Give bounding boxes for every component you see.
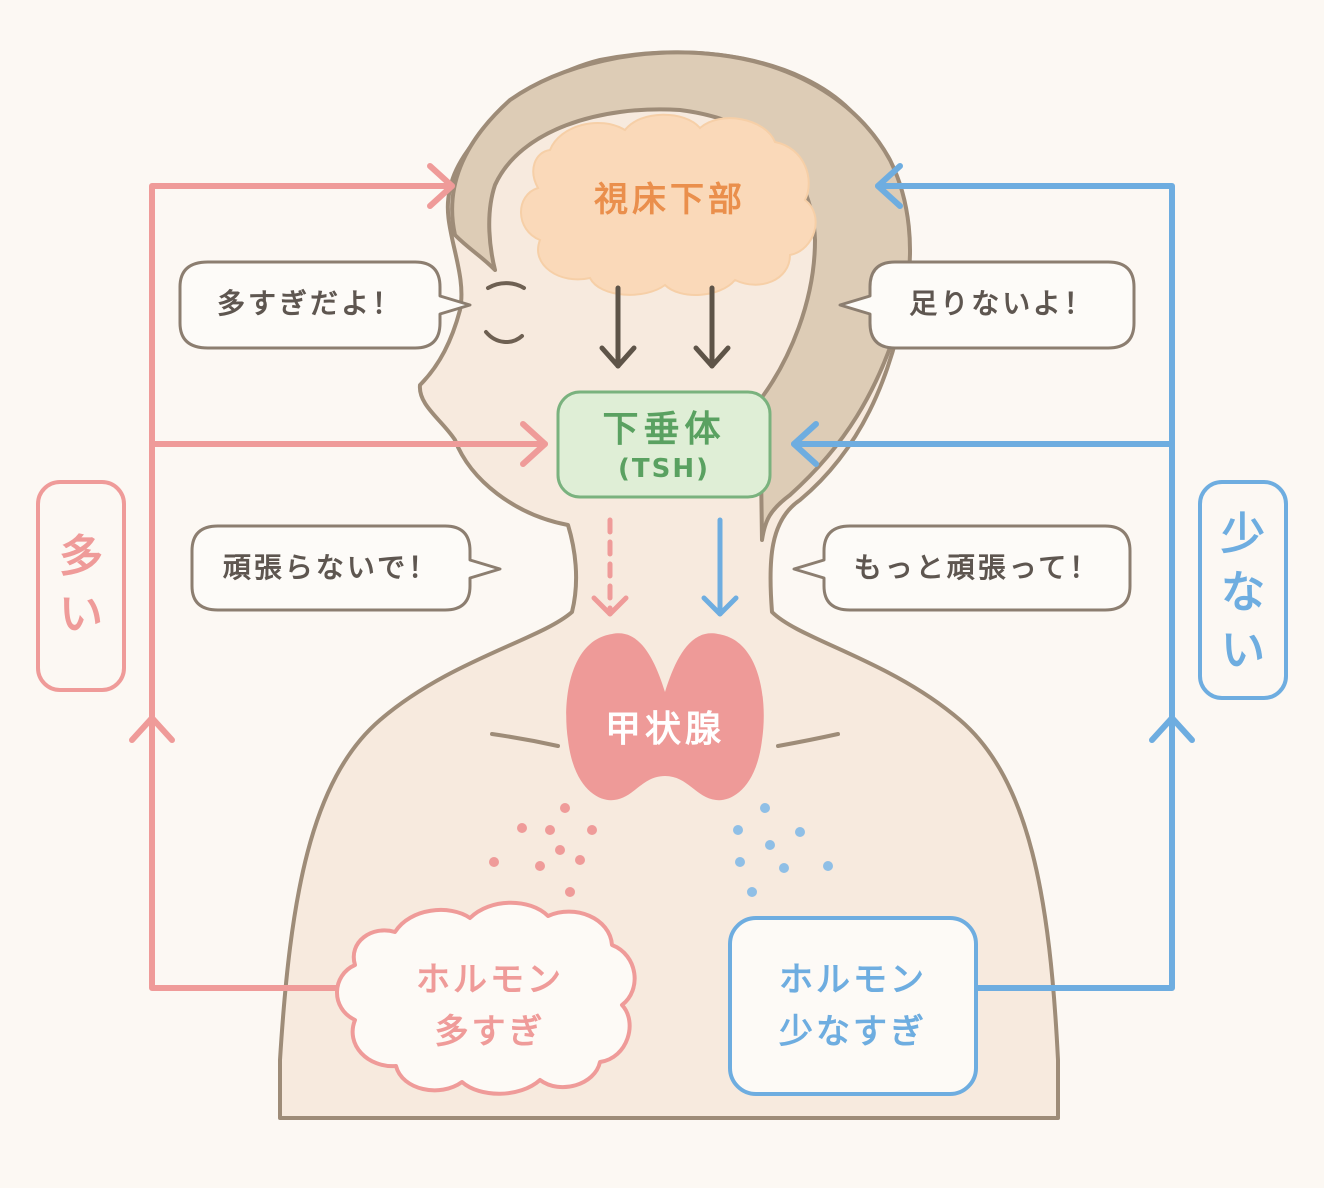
many-char-1: 多	[59, 531, 103, 582]
hypothalamus-to-pituitary-arrows	[599, 285, 731, 369]
right-collarbone	[776, 732, 840, 748]
many-char-2: い	[59, 589, 103, 640]
deficit-feedback-loop	[791, 163, 1195, 991]
deficit-hormone-box	[728, 916, 978, 1096]
excess-feedback-loop	[129, 163, 548, 991]
bubble-not-enough-text: 足りないよ！	[909, 287, 1095, 320]
pituitary-box	[556, 390, 772, 499]
bubble-work-harder	[792, 524, 1132, 612]
bubble-dont-work-hard	[190, 524, 502, 612]
deficit-hormone-line-1: ホルモン	[779, 960, 927, 1000]
bubble-dont-work-hard-text: 頑張らないで！	[222, 551, 440, 584]
bubble-work-harder-text: もっと頑張って！	[853, 551, 1101, 584]
pituitary-hormone-label: (TSH)	[618, 454, 710, 484]
few-label-box	[1198, 480, 1288, 700]
sleeping-face-icon	[484, 281, 526, 344]
brain-cloud-icon	[520, 113, 817, 296]
few-char-1: 少	[1221, 509, 1265, 560]
pituitary-label: 下垂体	[602, 409, 726, 450]
excess-hormone-line-2: 多すぎ	[434, 1012, 546, 1052]
excess-hormone-cloud	[335, 900, 637, 1096]
pituitary-to-thyroid-arrows	[591, 517, 739, 617]
hypothalamus-label: 視床下部	[594, 180, 746, 220]
bubble-too-much-text: 多すぎだよ！	[216, 287, 403, 320]
hair	[450, 50, 912, 542]
bubble-too-much	[178, 260, 472, 350]
deficit-hormone-particles	[733, 803, 833, 897]
thyroid-label: 甲状腺	[604, 709, 725, 750]
few-char-2: な	[1221, 567, 1265, 618]
excess-hormone-line-1: ホルモン	[416, 960, 564, 1000]
few-side-label: 少 な い	[1200, 506, 1286, 680]
bubble-not-enough	[838, 260, 1136, 350]
deficit-hormone-line-2: 少なすぎ	[779, 1012, 927, 1052]
thyroid-gland-icon	[566, 633, 764, 801]
many-side-label: 多 い	[38, 528, 124, 644]
few-char-3: い	[1221, 625, 1265, 676]
excess-hormone-particles	[489, 803, 597, 897]
many-label-box	[36, 480, 126, 692]
left-collarbone	[490, 732, 560, 748]
